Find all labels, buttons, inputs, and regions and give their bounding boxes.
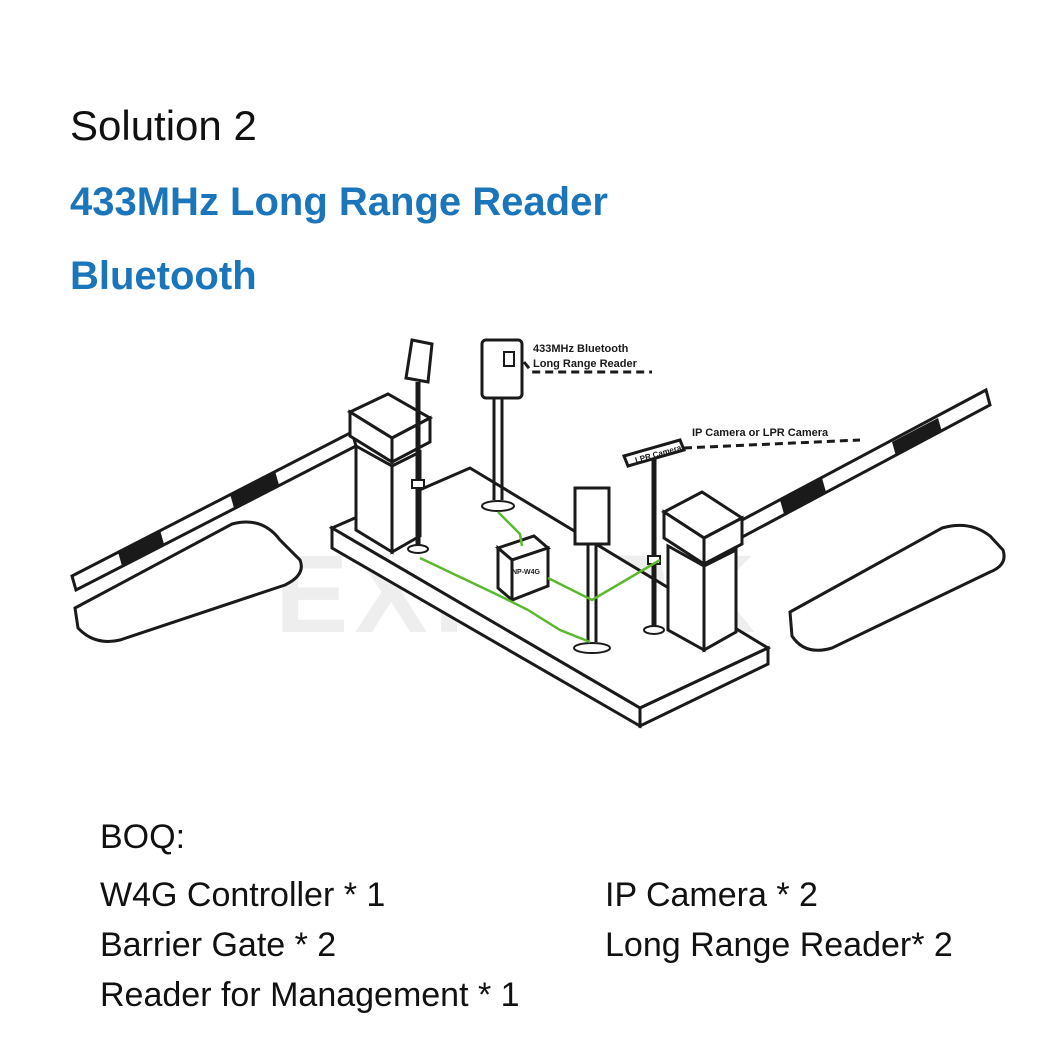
boq-item-w4g-controller: W4G Controller * 1 xyxy=(100,876,386,914)
boq-item-ip-camera: IP Camera * 2 xyxy=(605,876,818,914)
left-barrier-arm xyxy=(70,429,358,593)
w4g-controller: NP-W4G xyxy=(495,534,551,604)
solution-subtitle-line2: Bluetooth xyxy=(70,254,257,298)
controller-label: NP-W4G xyxy=(512,569,541,576)
wiring xyxy=(419,511,661,644)
right-barrier-cabinet xyxy=(661,490,745,653)
left-traffic-island xyxy=(73,520,303,643)
solution-subtitle-line1: 433MHz Long Range Reader xyxy=(70,180,608,224)
management-reader-pole xyxy=(404,338,434,554)
camera-label: IP Camera or LPR Camera xyxy=(692,427,829,439)
long-range-reader-top xyxy=(480,338,524,512)
parking-system-diagram: EXPARK xyxy=(70,338,1006,729)
boq-heading: BOQ: xyxy=(100,818,186,856)
camera-leader-line xyxy=(683,438,861,450)
reader-label-line1: 433MHz Bluetooth xyxy=(533,343,629,355)
lane-platform xyxy=(328,466,772,729)
right-traffic-island xyxy=(788,523,1006,652)
boq-item-barrier-gate: Barrier Gate * 2 xyxy=(100,926,337,964)
camera-pole: LPR Camera xyxy=(621,438,687,635)
reader-leader-line xyxy=(522,361,652,374)
reader-label-line2: Long Range Reader xyxy=(533,358,638,370)
boq-item-long-range-reader: Long Range Reader* 2 xyxy=(605,926,953,964)
boq-item-management-reader: Reader for Management * 1 xyxy=(100,976,520,1014)
page-title: Solution 2 xyxy=(70,102,257,149)
long-range-reader-centre xyxy=(573,486,611,654)
